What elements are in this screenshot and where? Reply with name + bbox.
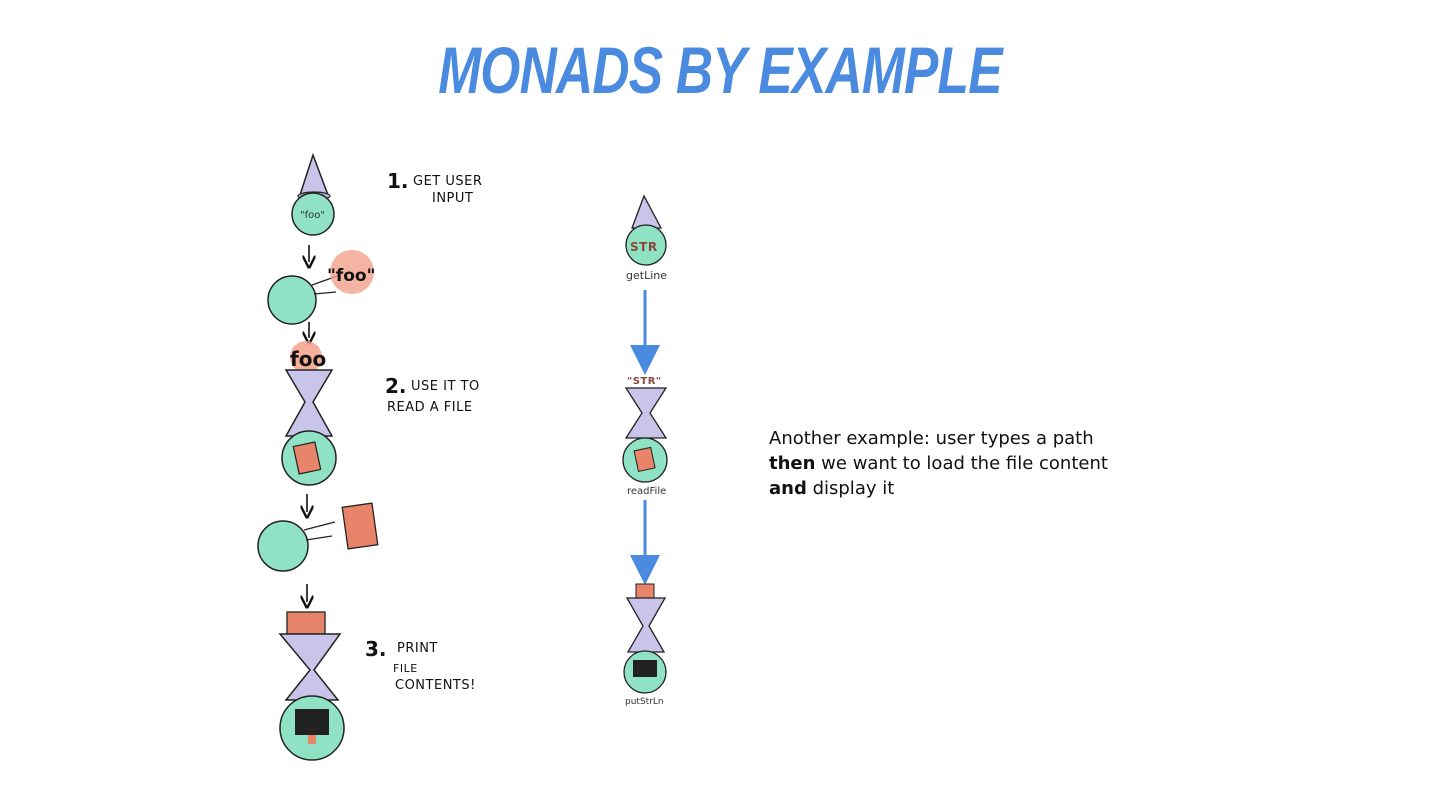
foo-small-label: "foo"	[300, 210, 325, 221]
then-keyword: then	[769, 453, 816, 474]
putstrln-monad-drawing	[278, 611, 345, 761]
step-3-line3: CONTENTS!	[395, 678, 476, 693]
putstrln-node: putStrLn	[623, 583, 667, 707]
str-badge: STR	[630, 240, 658, 254]
foo-splash-label: "foo"	[327, 266, 375, 286]
right-illustration: STR getLine "STR" readFile putStrLn	[622, 194, 668, 707]
readfile-node: "STR" readFile	[622, 376, 668, 497]
step-2-number: 2.	[385, 374, 407, 398]
step-1-number: 1.	[387, 169, 409, 193]
description-line-1: Another example: user types a path	[769, 428, 1094, 449]
step-3-line1: PRINT	[397, 641, 438, 656]
description-text: Another example: user types a path then …	[769, 426, 1189, 501]
step-1-label: 1. GET USER INPUT	[387, 169, 482, 206]
spilled-foo-drawing: "foo"	[267, 250, 375, 325]
description-line-2: then we want to load the file content	[769, 451, 1189, 476]
left-illustration: "foo" 1. GET USER INPUT "foo" foo 2. USE…	[257, 152, 482, 761]
step-2-line1: USE IT TO	[411, 379, 480, 394]
getline-node: STR getLine	[625, 194, 667, 282]
foo-cap-label: foo	[290, 347, 326, 371]
spilled-file-drawing	[257, 502, 379, 572]
step-2-line2: READ A FILE	[387, 400, 473, 415]
description-line-3: and display it	[769, 476, 1189, 501]
step-2-label: 2. USE IT TO READ A FILE	[385, 374, 480, 415]
getline-monad-drawing: "foo"	[291, 152, 335, 236]
step-1-line1: GET USER	[413, 174, 482, 189]
step-3-number: 3.	[365, 637, 387, 661]
step-3-label: 3. PRINT FILE CONTENTS!	[365, 637, 476, 693]
getline-label: getLine	[626, 269, 667, 282]
step-1-line2: INPUT	[432, 191, 473, 206]
description-line-2-rest: we want to load the file content	[815, 453, 1108, 474]
description-line-3-rest: display it	[806, 478, 895, 499]
step-3-line2: FILE	[393, 662, 418, 675]
readfile-monad-drawing: foo	[281, 341, 337, 486]
slide-title: MONADS BY EXAMPLE	[438, 33, 1002, 107]
str-badge: "STR"	[627, 376, 662, 387]
putstrln-label: putStrLn	[625, 697, 664, 707]
readfile-label: readFile	[627, 486, 666, 497]
and-keyword: and	[769, 478, 807, 499]
